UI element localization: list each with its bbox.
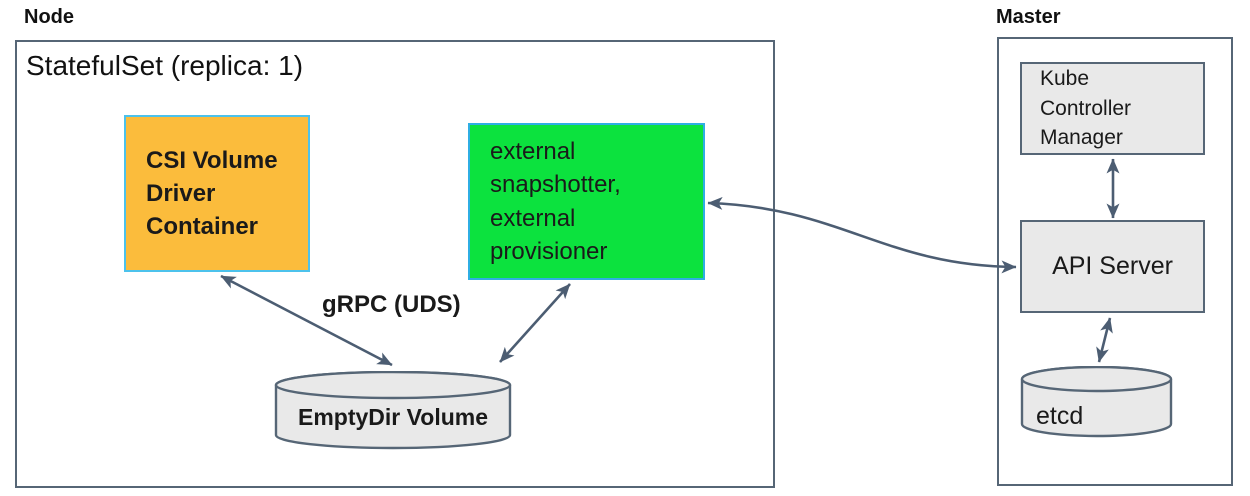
external-sidecars-box: external snapshotter, external provision… — [468, 123, 705, 280]
csi-volume-driver-container-box: CSI Volume Driver Container — [124, 115, 310, 272]
statefulset-label: StatefulSet (replica: 1) — [26, 50, 304, 81]
kube-controller-manager-label: Kube Controller Manager — [1040, 66, 1132, 150]
emptydir-volume-label: EmptyDir Volume — [298, 404, 488, 430]
emptydir-cylinder-top — [274, 371, 512, 400]
master-group-label: Master — [996, 6, 1061, 28]
grpc-uds-label: gRPC (UDS) — [322, 291, 461, 318]
node-group-label: Node — [24, 6, 74, 28]
kube-controller-manager-box: Kube Controller Manager — [1020, 62, 1205, 155]
csi-volume-driver-container-label: CSI Volume Driver Container — [146, 146, 278, 241]
emptydir-cylinder — [274, 371, 512, 450]
etcd-cylinder — [1020, 366, 1173, 438]
etcd-label: etcd — [1036, 402, 1084, 430]
api-server-box: API Server — [1020, 220, 1205, 313]
api-server-label: API Server — [1052, 252, 1173, 280]
etcd-cylinder-top — [1020, 366, 1173, 393]
external-sidecars-label: external snapshotter, external provision… — [490, 138, 621, 265]
